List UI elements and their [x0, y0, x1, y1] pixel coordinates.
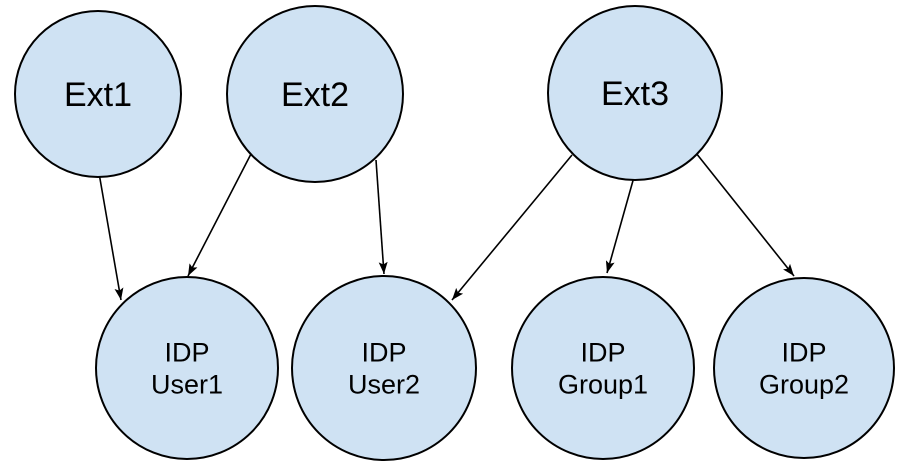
node-circle-ext1 [14, 10, 182, 178]
edge-ext3-to-idp-group1 [605, 176, 635, 274]
edge-ext3-to-idp-group2 [695, 152, 795, 277]
edge-ext3-to-idp-user2 [451, 154, 573, 301]
edge-ext2-to-idp-user1 [187, 151, 253, 277]
node-label-ext2: Ext2 [281, 76, 349, 114]
edge-layer [98, 151, 795, 301]
node-circle-ext2 [226, 5, 404, 183]
node-ext2: Ext2 [226, 5, 404, 183]
node-circle-idp-group2 [713, 277, 895, 459]
node-label-ext1: Ext1 [64, 76, 132, 114]
node-ext3: Ext3 [547, 5, 723, 181]
node-circle-idp-user2 [291, 275, 477, 461]
node-ext1: Ext1 [14, 10, 182, 178]
node-circle-ext3 [547, 5, 723, 181]
edge-ext1-to-idp-user1 [98, 172, 124, 301]
node-circle-idp-user1 [95, 276, 279, 460]
node-label-ext3: Ext3 [601, 75, 669, 113]
edge-ext2-to-idp-user2 [375, 159, 388, 275]
node-circle-idp-group1 [511, 276, 695, 460]
